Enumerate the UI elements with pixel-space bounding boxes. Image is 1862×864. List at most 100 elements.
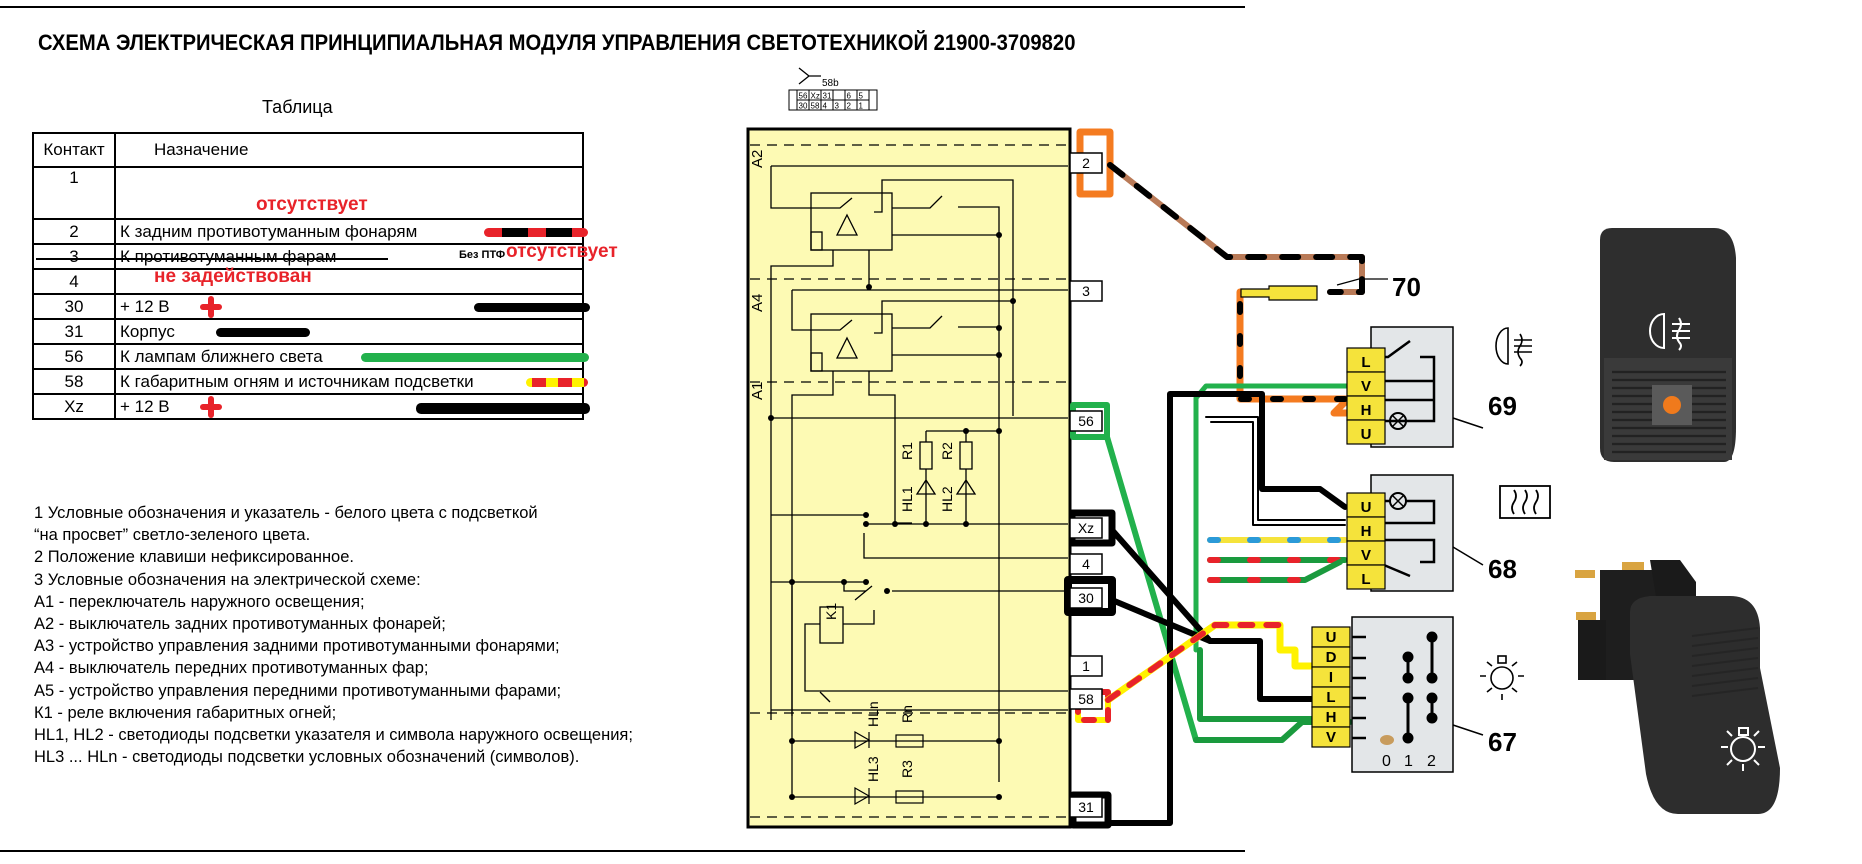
plus-icon	[200, 296, 222, 318]
pin-cell	[1346, 419, 1386, 445]
status-note: отсутствует	[506, 241, 618, 262]
purpose-text: К лампам ближнего света	[120, 346, 323, 366]
pin-label: H	[1361, 523, 1372, 540]
purpose-text: + 12 В	[120, 396, 170, 416]
note-line: HL3 ... HLn - светодиоды подсветки услов…	[34, 748, 580, 767]
terminal-box	[1069, 553, 1103, 575]
label-hln: HLn	[865, 701, 881, 727]
pinout-cell-label: 6	[847, 92, 852, 101]
table-row: 56 К лампам ближнего света	[32, 343, 589, 370]
contact-cell: 30	[32, 293, 116, 320]
note-line: А5 - устройство управления передними про…	[34, 681, 562, 700]
part-label-67: 67	[1488, 727, 1517, 757]
purpose-text: К противотуманным фарам	[120, 246, 337, 266]
contact-cell: Xz	[32, 393, 116, 420]
section-label-a1: A1	[749, 382, 766, 400]
wire-swatch-black	[474, 303, 590, 312]
terminal-box	[1069, 410, 1103, 432]
pin-cell	[1346, 564, 1386, 590]
pinout-latch	[788, 89, 798, 111]
headlight-bulb-icon	[1721, 727, 1765, 771]
stain	[1380, 735, 1394, 745]
table-row: 1 отсутствует	[32, 166, 584, 220]
wire-swatch-black	[416, 403, 590, 414]
rear-defrost-icon	[1499, 485, 1551, 519]
label-k1: K1	[823, 603, 839, 620]
table-row: 2 К задним противотуманным фонарям	[32, 218, 588, 245]
header-contact: Контакт	[32, 132, 116, 168]
label-r2: R2	[939, 442, 955, 460]
table-row: 30 + 12 В	[32, 293, 590, 320]
junction-dots	[768, 232, 1016, 800]
contact-cell: 58	[32, 368, 116, 395]
pin-label: L	[1361, 354, 1370, 371]
position-0: 0	[1382, 753, 1391, 770]
terminal-box	[1069, 152, 1103, 174]
pinout-cell-label: 58	[811, 102, 820, 111]
terminal-label: 56	[1078, 413, 1094, 429]
terminal-label: 1	[1082, 658, 1090, 674]
pinout-cell-label: 1	[859, 102, 864, 111]
pinout-cell	[832, 89, 846, 101]
pin-label: U	[1326, 629, 1337, 646]
bottom-rule	[0, 850, 1245, 852]
label-r1: R1	[899, 442, 915, 460]
note-line: HL1, HL2 - светодиоды подсветки указател…	[34, 726, 633, 745]
purpose-cell: + 12 В	[114, 293, 590, 320]
part-label-68: 68	[1488, 554, 1517, 584]
pin-label: H	[1326, 709, 1337, 726]
terminal-label: 4	[1082, 556, 1090, 572]
terminal-label: 30	[1078, 590, 1094, 606]
pin-label: V	[1326, 729, 1336, 746]
part-70: 70	[1240, 272, 1421, 302]
pin-label: L	[1361, 571, 1370, 588]
switch-69: 69	[1370, 326, 1532, 448]
pin-cell	[1311, 726, 1351, 748]
pinout-cell-label: Xz	[811, 92, 820, 101]
contact-cell: 4	[32, 268, 116, 295]
position-2: 2	[1427, 753, 1436, 770]
connector-plug-icon	[1240, 285, 1318, 301]
top-rule	[0, 6, 1245, 8]
block-a5	[810, 313, 893, 372]
purpose-text: К габаритным огням и источникам подсветк…	[120, 371, 474, 391]
label-hl3: HL3	[865, 756, 881, 782]
table-caption: Таблица	[262, 97, 333, 117]
component-labels: K1 R1 R2 HL1 HL2 HLn Rn HL3 R3	[823, 442, 955, 782]
small-note: Без ПТФ	[459, 249, 506, 261]
terminal-box	[1069, 280, 1103, 302]
module-circuit	[770, 165, 1068, 798]
plus-icon	[200, 396, 222, 418]
terminal-box	[1069, 587, 1103, 609]
note-line: “на просвет” светло-зеленого цвета.	[34, 526, 311, 545]
note-line: 3 Условные обозначения на электрической …	[34, 570, 421, 589]
wire-swatch-green	[361, 353, 589, 362]
purpose-cell: не задействован	[114, 266, 584, 295]
note-line: К1 - реле включения габаритных огней;	[34, 703, 337, 722]
purpose-cell: Корпус	[114, 318, 584, 345]
purpose-text: Корпус	[120, 321, 175, 341]
rear-fog-icon	[1495, 327, 1532, 367]
purpose-cell: К лампам ближнего света	[114, 343, 589, 370]
terminal-label: 31	[1078, 799, 1094, 815]
relay-k1	[819, 606, 844, 644]
terminal-box	[1069, 688, 1103, 710]
note-line: 1 Условные обозначения и указатель - бел…	[34, 504, 538, 522]
terminal-box	[1069, 796, 1103, 818]
led-resistor-chain	[854, 730, 924, 806]
pinout-label: 58b	[822, 78, 839, 89]
terminal-box	[1069, 655, 1103, 677]
table-row: Xz + 12 В	[32, 393, 590, 420]
label-r3: R3	[899, 760, 915, 778]
block-a3	[810, 192, 893, 251]
pinout-cell-label: 4	[823, 102, 828, 111]
terminal-label: 3	[1082, 283, 1090, 299]
contact-cell: 31	[32, 318, 116, 345]
table-row: 31 Корпус	[32, 318, 584, 345]
pin-label: D	[1326, 649, 1337, 666]
terminal-label: Xz	[1078, 520, 1094, 536]
pin-label: V	[1361, 547, 1371, 564]
